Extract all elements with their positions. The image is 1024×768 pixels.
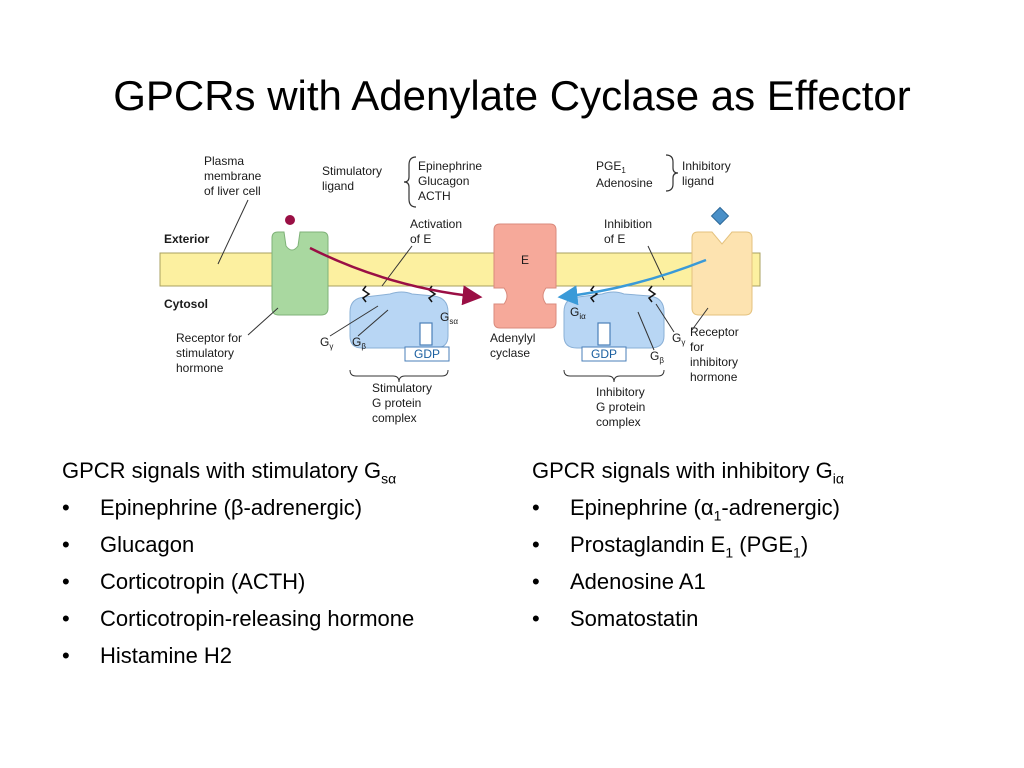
cytosol-label: Cytosol [164,297,208,311]
list-item: Corticotropin-releasing hormone [62,600,512,637]
inh-complex-bracket [563,369,665,383]
inhibitory-ligand-label: Inhibitory ligand [682,159,734,188]
stim-complex-label: Stimulatory G protein complex [372,381,435,425]
receptor-stim-leader [247,307,279,336]
inhibitory-ligand-diamond [710,206,730,226]
stimulatory-examples: Epinephrine Glucagon ACTH [418,159,485,203]
stim-gamma-leader [329,305,379,337]
effector-label: E [521,253,529,267]
pge1-label: PGE1 [596,159,626,175]
inh-gdp-label: GDP [591,347,617,361]
activation-label: Activation of E [410,217,465,246]
inhibitory-list: GPCR signals with inhibitory Giα Epineph… [532,452,1002,637]
exterior-label: Exterior [164,232,210,246]
slide-title: GPCRs with Adenylate Cyclase as Effector [113,72,911,119]
stimulatory-items: Epinephrine (β-adrenergic) Glucagon Cort… [62,489,512,674]
list-item: Epinephrine (β-adrenergic) [62,489,512,526]
receptor-inh-label: Receptor for inhibitory hormone [690,325,742,384]
list-item: Adenosine A1 [532,563,1002,600]
stim-anchor-1 [361,285,371,303]
inh-gamma-leader [655,303,675,333]
inh-g-gamma-label: Gγ [672,331,685,347]
stim-g-beta-label: Gβ [352,335,366,351]
inhibition-label: Inhibition of E [604,217,655,246]
stim-g-alpha-label: Gsα [440,310,458,326]
inhibitory-heading: GPCR signals with inhibitory Giα [532,458,844,487]
list-item: Somatostatin [532,600,1002,637]
adenosine-label: Adenosine [596,176,653,190]
plasma-membrane [159,252,761,287]
adenylyl-cyclase [493,223,557,329]
stimulatory-ligand-dot [285,215,295,225]
stim-gdp-slot [419,322,433,346]
plasma-membrane-label: Plasma membrane of liver cell [204,154,265,198]
list-item: Corticotropin (ACTH) [62,563,512,600]
inh-gdp-slot [597,322,611,346]
stim-complex-bracket [349,369,449,383]
stimulatory-heading: GPCR signals with stimulatory Gsα [62,458,397,487]
inhibitory-brace [665,154,679,192]
inh-beta-leader [637,311,655,351]
receptor-stim-label: Receptor for stimulatory hormone [176,331,245,375]
gpcr-adenylyl-cyclase-diagram: Exterior Cytosol Plasma membrane of live… [159,154,761,429]
list-item: Prostaglandin E1 (PGE1) [532,526,1002,563]
inhibition-leader [647,245,665,281]
inh-anchor-2 [647,285,657,303]
stim-gdp-box [404,346,450,362]
list-item: Epinephrine (α1-adrenergic) [532,489,1002,526]
stim-beta-leader [357,309,389,337]
list-item: Glucagon [62,526,512,563]
stimulatory-ligand-label: Stimulatory ligand [322,164,385,193]
inhibitory-receptor [691,231,753,316]
inh-gdp-box [581,346,627,362]
stimulatory-list: GPCR signals with stimulatory Gsα Epinep… [62,452,512,674]
inh-anchor-1 [589,285,599,303]
inh-g-beta-label: Gβ [650,349,664,365]
inhibitory-items: Epinephrine (α1-adrenergic) Prostaglandi… [532,489,1002,637]
inhibition-arrow [557,258,707,306]
adenylyl-cyclase-label: Adenylyl cyclase [490,331,539,360]
stimulatory-brace [403,156,417,208]
receptor-inh-leader [691,307,709,331]
inh-complex-label: Inhibitory G protein complex [596,385,649,429]
stim-gdp-label: GDP [414,347,440,361]
stim-g-gamma-label: Gγ [320,335,333,351]
activation-arrow [309,246,483,306]
list-item: Histamine H2 [62,637,512,674]
plasma-membrane-leader [217,199,249,265]
stimulatory-receptor [271,231,329,316]
inh-g-alpha-label: Giα [570,305,586,321]
